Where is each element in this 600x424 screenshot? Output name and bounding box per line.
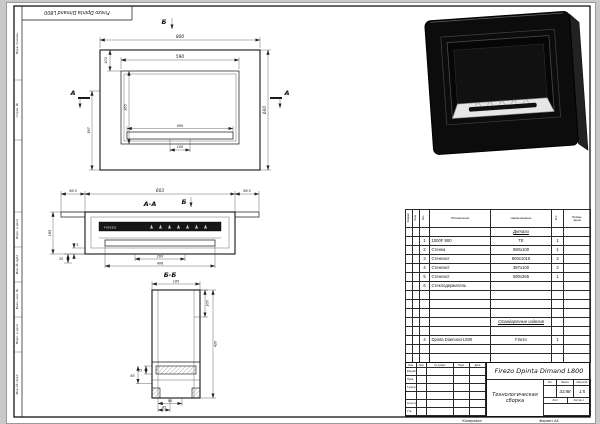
dim-label: 98.5 [243,189,251,193]
section-mark-b: Б [162,18,167,26]
title-block-role-row: Н.контр. [406,400,486,408]
frame-cell-label: Инв. № подл. [15,374,19,395]
dim-label: 420 [214,341,218,347]
frame-cell-label: Взам. инв. № [15,289,19,309]
section-bb-view: Б-Б 185 100 420 90 45 [130,271,218,412]
footer-format: Формат А4 [539,419,558,423]
dim-label: 103 [104,57,108,63]
dim-label: 100 [177,145,183,149]
dim-label: 365 [124,104,128,110]
top-stamp: Firezo Dpinta Dimand L800 [44,9,110,15]
dim-label: 397 [87,126,91,133]
title-block-left: Изм. Лист № докум. Подп. Дата Разраб.Про… [406,363,486,416]
spec-header-qty: Кол. [555,215,559,221]
spec-header-zone: Зона [413,215,417,221]
front-outline [99,49,261,171]
dim-label: 590 [176,54,184,60]
sheets-label: Листов 1 [567,398,591,404]
flame-icon [475,98,529,107]
spec-header-note: Приме- чание [563,209,591,228]
spec-row [405,344,591,354]
burner-section [155,365,197,375]
dim-label: 603 [156,188,164,194]
frame-cell-label: Подп. и дата [15,324,19,345]
section-mark-a-left: А [69,89,75,97]
dim-label: 185 [173,279,179,283]
spec-header-format: Формат [406,213,410,223]
title-block-role-row: Утв. [406,408,486,416]
front-burner [126,131,234,140]
section-aa-view: А-А Б FIREZO 98.5 603 98.5 185 200 [48,188,260,268]
dim-label: 65 [130,374,134,378]
mass-label: Масса [557,380,574,386]
view-title-bb: Б-Б [164,271,177,279]
dim-label: 800 [176,34,184,40]
frame-cell-label: Подп. и дата [15,219,19,240]
burner-slot [468,102,537,112]
frame-cell-label: Справ. № [15,103,19,118]
frame-cell-label: Инв. № дубл. [15,254,19,275]
spec-header-pos: Поз. [422,215,426,221]
mass-value: 33.88 [557,386,574,398]
iso-3d-view [424,10,589,155]
spec-header-designation: Обозначение [429,209,491,228]
scale-value: 1:5 [574,386,591,398]
dim-label: 200 [157,254,163,258]
title-block-misc: Лит. Масса Масштаб 33.88 1:5 Лист Листов… [544,380,591,416]
section-mark-a-right: А [283,89,289,97]
view-title-aa: А-А [143,200,157,208]
front-view: 800 590 103 365 397 600 590 100 Б [69,18,290,171]
flame-icon [150,224,207,229]
title-block-role-row: Т.контр. [406,384,486,392]
sheet-label: Лист [544,398,568,404]
dim-label: 406 [157,261,163,265]
front-opening [120,70,240,145]
spec-row [405,308,591,318]
spec-row: Детали [405,227,591,237]
title-block: Изм. Лист № докум. Подп. Дата Разраб.Про… [405,362,591,417]
spec-header-name: Наименование [490,209,552,228]
footer-copied: Копировал [462,419,481,423]
dim-label: 45 [162,406,166,410]
dim-label: 5 [76,243,78,247]
spec-header-row: Формат Зона Поз. Обозначение Наименовани… [405,209,591,228]
burner-brand-text: FIREZO [104,226,117,230]
section-mark-b: Б [182,198,187,206]
title-block-header-row: Изм. Лист № докум. Подп. Дата [406,363,486,368]
front-opening-inner [123,73,237,142]
frame-cell-label: Перв. примен. [15,32,19,55]
dim-label: 600 [262,106,268,114]
dim-label: 98.5 [69,189,77,193]
dim-label: 590 [177,124,183,128]
spec-row: Стандартные изделия [405,317,591,327]
spec-table: Формат Зона Поз. Обозначение Наименовани… [405,209,591,363]
title-block-right: Firezo Dpinta Dimand L800 Технологическа… [486,363,591,416]
title-block-role-row [406,392,486,400]
title-block-role-row: Пров. [406,376,486,384]
spec-row [405,326,591,336]
dim-label: 185 [48,230,52,236]
dim-label: 25 [138,369,142,373]
title-block-role-row: Разраб. [406,368,486,376]
document-name: Технологическая сборка [487,380,544,416]
spec-row [405,299,591,309]
lit-label: Лит. [544,380,557,386]
spec-row [405,290,591,300]
scale-label: Масштаб [574,380,591,386]
dim-label: 35 [59,257,63,261]
document-designation: Firezo Dpinta Dimand L800 [487,363,591,380]
dim-label: 100 [206,300,210,306]
